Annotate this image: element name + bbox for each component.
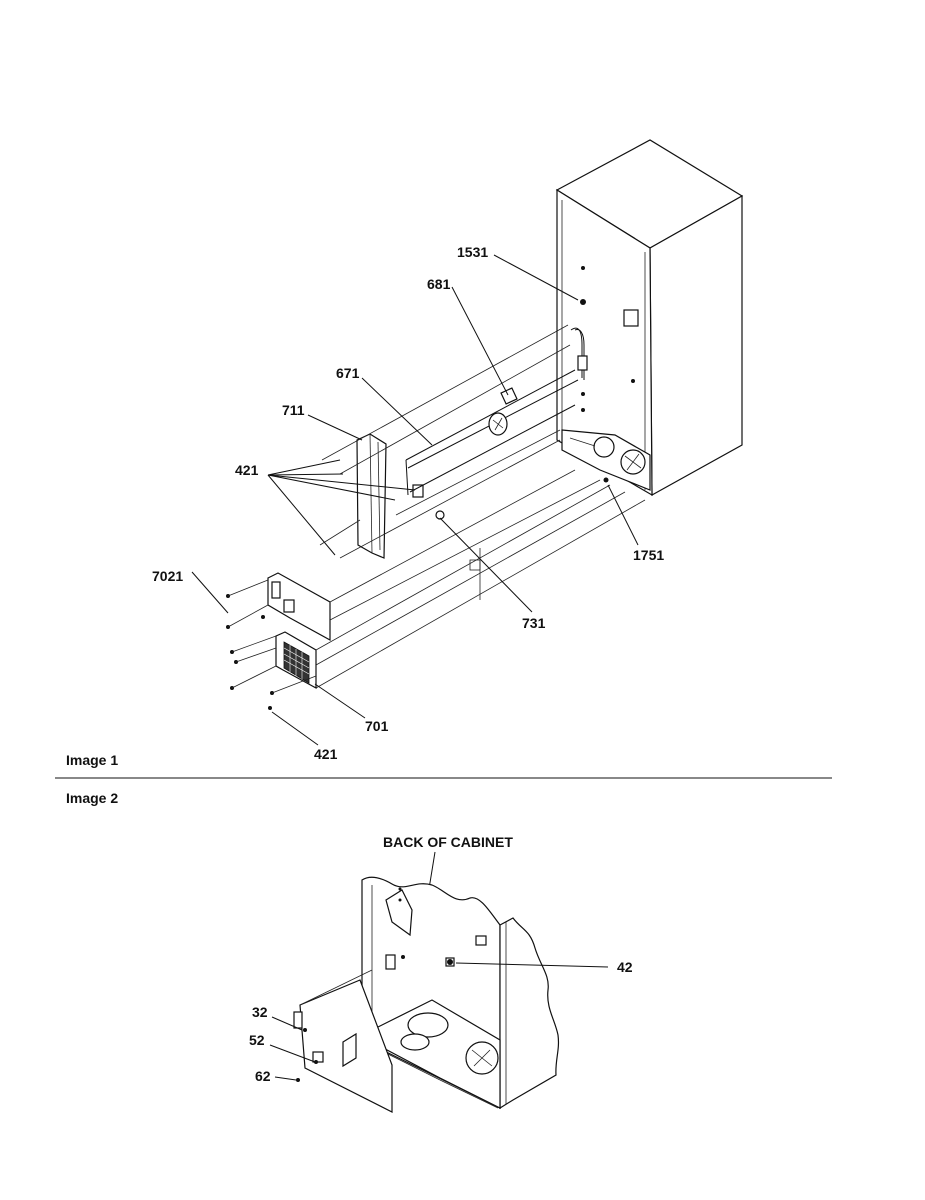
screws-421	[226, 594, 274, 710]
callout-681: 681	[427, 276, 451, 292]
part-731	[435, 510, 445, 520]
callout-731: 731	[522, 615, 546, 631]
callout-701: 701	[365, 718, 389, 734]
callout-32: 32	[252, 1004, 268, 1020]
callout-42: 42	[617, 959, 633, 975]
callout-711: 711	[282, 402, 305, 418]
callout-1531: 1531	[457, 244, 488, 260]
image2-leader-lines	[269, 962, 609, 1081]
image1-diagram: 1531 681 671 711 421 7021 1751 731 701 4…	[66, 139, 744, 768]
image2-diagram: Image 2 BACK OF CABINET	[66, 790, 633, 1113]
grille-701	[275, 631, 317, 690]
callout-671: 671	[336, 365, 360, 381]
screw-62	[296, 1078, 300, 1082]
clip-52	[314, 1060, 318, 1064]
leader-lines	[191, 254, 639, 746]
bracket-7021	[267, 572, 331, 642]
callout-421-top: 421	[235, 462, 259, 478]
part-42	[447, 959, 453, 965]
condenser-671	[405, 369, 579, 498]
back-of-cabinet-title: BACK OF CABINET	[383, 834, 513, 850]
callout-7021: 7021	[152, 568, 183, 584]
bracket-32	[303, 1028, 307, 1032]
fan-motor-681	[488, 387, 518, 436]
cabinet-back	[361, 876, 560, 1110]
assembly-lines	[227, 324, 646, 694]
image1-caption: Image 1	[66, 752, 118, 768]
shroud-711	[356, 433, 387, 559]
callout-52: 52	[249, 1032, 265, 1048]
image2-caption: Image 2	[66, 790, 118, 806]
refrigerator-cabinet	[555, 139, 744, 497]
callout-421-bottom: 421	[314, 746, 338, 762]
callout-1751: 1751	[633, 547, 664, 563]
callout-62: 62	[255, 1068, 271, 1084]
